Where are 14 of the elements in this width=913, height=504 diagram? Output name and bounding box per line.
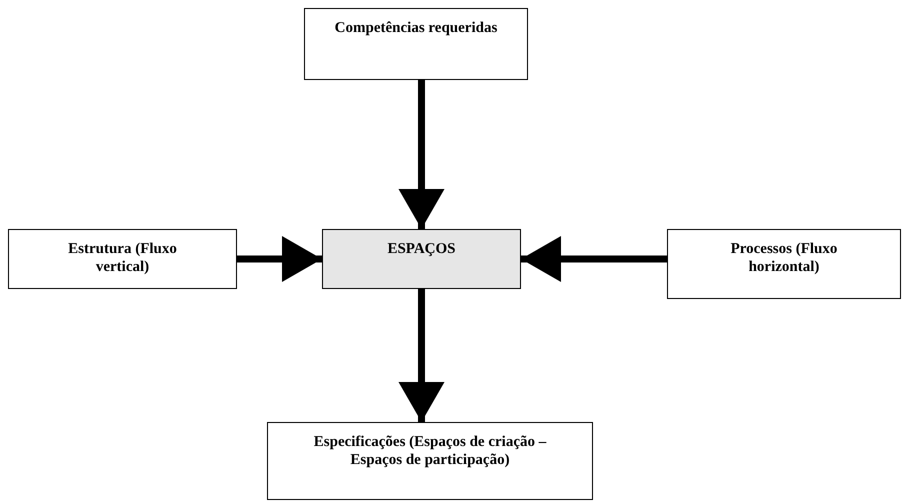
process-box <box>667 229 901 299</box>
box-text: Estrutura (Fluxo vertical) <box>67 240 178 276</box>
arrow <box>237 236 322 282</box>
box-text: Processos (Fluxo horizontal) <box>730 240 838 276</box>
process-box <box>8 229 237 289</box>
box-text: Competências requeridas <box>334 19 498 37</box>
box-text: Especificações (Espaços de criação – Espaços de participação) <box>312 433 548 469</box>
box-text: ESPAÇOS <box>387 240 456 258</box>
process-box <box>322 229 521 289</box>
arrow <box>398 289 444 422</box>
arrow <box>521 236 667 282</box>
arrow <box>398 80 444 229</box>
process-box <box>304 8 528 80</box>
process-box <box>267 422 593 500</box>
